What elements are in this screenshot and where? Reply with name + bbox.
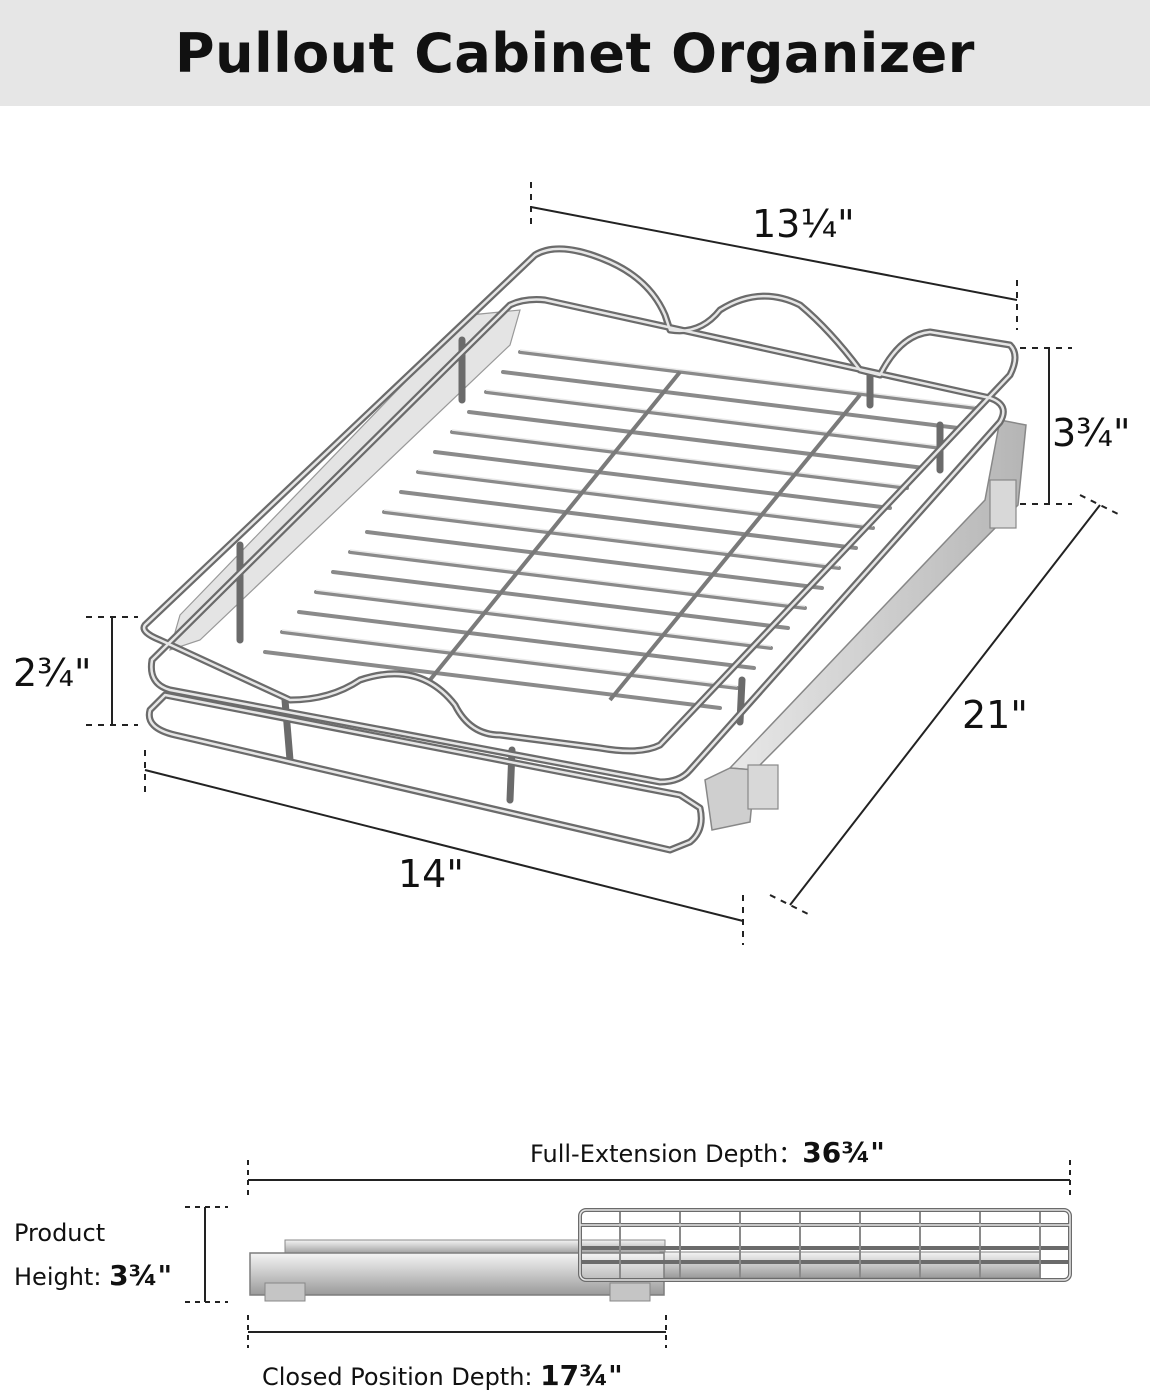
rear-height-label: 3¾" xyxy=(1052,411,1131,455)
product-height-caption-line1: Product xyxy=(14,1218,105,1248)
closed-depth-value: 17¾" xyxy=(540,1359,623,1392)
basket-frame xyxy=(140,245,1019,854)
depth-label: 21" xyxy=(962,693,1028,737)
closed-depth-label: Closed Position Depth: xyxy=(262,1363,541,1391)
product-height-label-line2: Height: xyxy=(14,1263,110,1291)
side-view-dimension-lines xyxy=(185,1160,1071,1348)
product-height-value: 3¾" xyxy=(109,1259,173,1292)
front-height-label: 2¾" xyxy=(13,651,92,695)
page-title: Pullout Cabinet Organizer xyxy=(175,21,975,85)
product-height-label-line1: Product xyxy=(14,1219,106,1247)
product-height-caption-line2: Height: 3¾" xyxy=(14,1258,172,1293)
full-extension-value: 36¾" xyxy=(802,1136,885,1169)
basket-floor xyxy=(263,350,977,710)
basket-cross-supports xyxy=(428,370,862,702)
bottom-width-label: 14" xyxy=(398,852,464,896)
dimension-lines xyxy=(86,182,1121,945)
closed-depth-caption: Closed Position Depth: 17¾" xyxy=(262,1358,623,1393)
side-view-organizer xyxy=(249,1208,1072,1302)
title-banner: Pullout Cabinet Organizer xyxy=(0,0,1150,106)
basket-floor-highlight xyxy=(281,349,976,687)
slide-rail xyxy=(169,309,1027,831)
top-width-label: 13¼" xyxy=(752,202,855,246)
full-extension-caption: Full-Extension Depth：36¾" xyxy=(530,1135,885,1170)
full-extension-label: Full-Extension Depth： xyxy=(530,1140,803,1168)
